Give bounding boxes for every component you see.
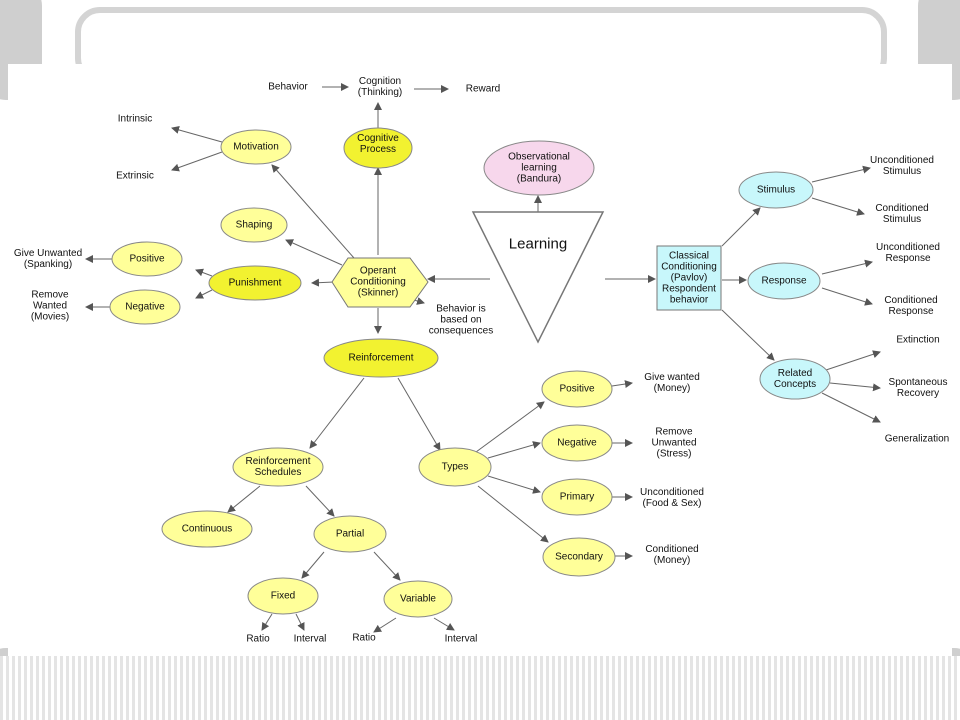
intrinsic-label: Intrinsic — [117, 113, 153, 125]
connectors — [85, 83, 881, 633]
learning-title: Learning — [508, 235, 568, 253]
cognitive-process-node[interactable]: Cognitive Process — [357, 133, 399, 155]
reinforcement-schedules-node[interactable]: Reinforcement Schedules — [245, 456, 311, 478]
variable-ratio-label: Ratio — [352, 632, 376, 644]
type-positive-node[interactable]: Positive — [559, 383, 595, 395]
conditioned-response-label: Conditioned Response — [884, 295, 938, 317]
learning-triangle — [471, 211, 605, 344]
conditioned-stimulus-label: Conditioned Stimulus — [875, 203, 929, 225]
type-negative-node[interactable]: Negative — [557, 437, 597, 449]
remove-unwanted-label: Remove Unwanted (Stress) — [651, 426, 697, 460]
unconditioned-response-label: Unconditioned Response — [876, 242, 940, 264]
punishment-node[interactable]: Punishment — [228, 277, 282, 289]
extrinsic-label: Extrinsic — [116, 170, 154, 182]
spontaneous-recovery-label: Spontaneous Recovery — [888, 377, 948, 399]
type-primary-node[interactable]: Primary — [559, 491, 595, 503]
behavior-label: Behavior — [268, 81, 308, 93]
concept-map-graphics — [85, 83, 881, 633]
cognition-label: Cognition (Thinking) — [357, 76, 403, 98]
variable-interval-label: Interval — [444, 633, 478, 645]
fixed-node[interactable]: Fixed — [270, 590, 296, 602]
punishment-positive-node[interactable]: Positive — [129, 253, 165, 265]
remove-wanted-label: Remove Wanted (Movies) — [30, 289, 70, 323]
concept-map — [8, 64, 952, 656]
unconditioned-food-label: Unconditioned (Food & Sex) — [640, 487, 704, 509]
extinction-label: Extinction — [896, 334, 940, 346]
operant-hexagon — [331, 257, 429, 308]
response-node[interactable]: Response — [761, 275, 807, 287]
conditioned-money-label: Conditioned (Money) — [645, 544, 699, 566]
observational-learning-node[interactable]: Observational learning (Bandura) — [508, 151, 570, 185]
operant-conditioning-node[interactable]: Operant Conditioning (Skinner) — [350, 265, 406, 299]
shaping-node[interactable]: Shaping — [235, 219, 273, 231]
types-node[interactable]: Types — [441, 461, 469, 473]
fixed-interval-label: Interval — [293, 633, 327, 645]
variable-node[interactable]: Variable — [400, 593, 436, 605]
classical-box — [656, 245, 722, 311]
give-wanted-label: Give wanted (Money) — [644, 372, 700, 394]
behavior-based-label: Behavior is based on consequences — [428, 303, 494, 337]
generalization-label: Generalization — [884, 433, 950, 445]
bottom-pattern — [0, 656, 960, 720]
motivation-node[interactable]: Motivation — [233, 141, 279, 153]
stimulus-node[interactable]: Stimulus — [756, 184, 796, 196]
give-unwanted-label: Give Unwanted (Spanking) — [13, 248, 83, 270]
related-concepts-node[interactable]: Related Concepts — [773, 368, 817, 390]
classical-conditioning-node[interactable]: Classical Conditioning (Pavlov) Responde… — [661, 250, 717, 306]
node-shapes — [109, 127, 831, 618]
type-secondary-node[interactable]: Secondary — [555, 551, 603, 563]
reinforcement-node[interactable]: Reinforcement — [348, 352, 414, 364]
unconditioned-stimulus-label: Unconditioned Stimulus — [870, 155, 934, 177]
continuous-node[interactable]: Continuous — [181, 523, 233, 535]
fixed-ratio-label: Ratio — [246, 633, 270, 645]
punishment-negative-node[interactable]: Negative — [125, 301, 165, 313]
reward-label: Reward — [465, 83, 501, 95]
partial-node[interactable]: Partial — [335, 528, 365, 540]
